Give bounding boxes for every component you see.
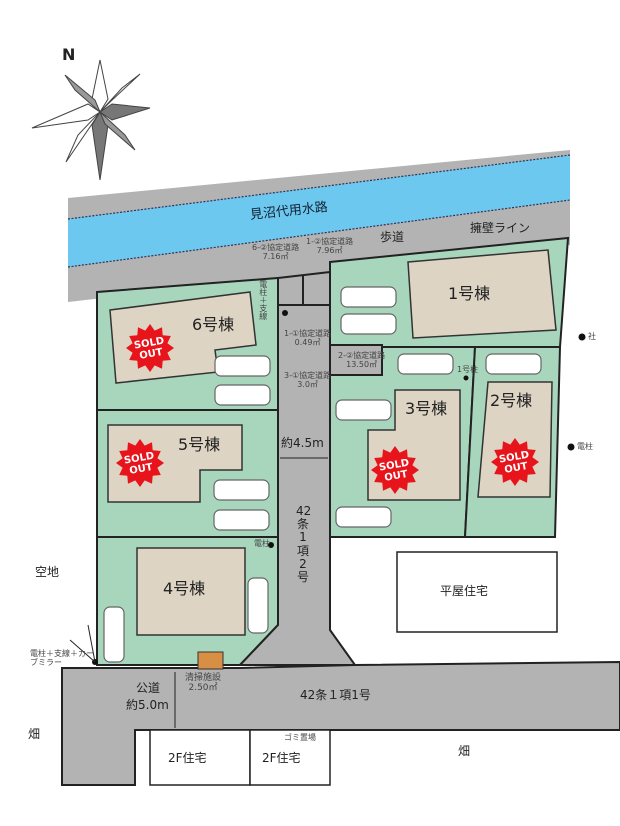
- pole-label: 電柱: [577, 442, 593, 451]
- sold-out-text: OUT: [504, 461, 529, 476]
- sold-out-text: OUT: [384, 469, 409, 484]
- field-label-right: 畑: [458, 744, 471, 758]
- car-icon: [335, 399, 392, 421]
- corner-pole-label: 電柱＋支線＋カーブミラー: [30, 649, 94, 667]
- car-icon: [214, 355, 271, 377]
- sold-out-burst-icon: [371, 446, 419, 494]
- utility-pole-icon: [282, 310, 288, 316]
- house-5-label: 5号棟: [178, 435, 221, 454]
- pole-stay-label: 電柱＋支線: [258, 280, 268, 320]
- field-label-left: 畑: [28, 727, 41, 741]
- house-6-label: 6号棟: [192, 315, 235, 334]
- two-story-house-2: [249, 729, 331, 786]
- pole-label: 電柱: [254, 539, 270, 548]
- sold-out-burst-icon: [126, 324, 174, 372]
- utility-pole-icon: [268, 542, 274, 548]
- cleaning-facility: [197, 651, 224, 670]
- canal-water: [68, 155, 570, 267]
- car-icon: [103, 606, 125, 663]
- public-road-type: 42条１項1号: [300, 688, 371, 702]
- sold-out-text: SOLD: [133, 336, 165, 352]
- retaining-wall-label: 擁壁ライン: [470, 221, 531, 235]
- vacant-lot-label: 空地: [35, 565, 60, 579]
- car-icon: [485, 353, 542, 375]
- car-icon: [213, 479, 270, 501]
- sold-out-text: OUT: [129, 462, 154, 477]
- house-1-label: 1号棟: [448, 284, 491, 303]
- house-1: [407, 249, 557, 339]
- pole-label: 1号柱: [457, 365, 479, 374]
- single-story-label: 平屋住宅: [440, 584, 489, 598]
- sold-out-burst-icon: [491, 438, 539, 486]
- car-icon: [397, 353, 454, 375]
- house-3-label: 3号棟: [405, 399, 448, 418]
- two-story-label-2: 2F住宅: [262, 751, 301, 765]
- car-icon: [340, 286, 397, 308]
- private-road-width: 約4.5m: [281, 436, 324, 450]
- sold-out-text: OUT: [139, 347, 164, 362]
- sold-out-burst-icon: [116, 439, 164, 487]
- north-label: N: [62, 45, 76, 64]
- easement-2-2: [329, 344, 383, 376]
- car-icon: [247, 577, 269, 634]
- car-icon: [214, 384, 271, 406]
- car-icon: [335, 506, 392, 528]
- house-4: [136, 547, 246, 636]
- car-icon: [213, 509, 270, 531]
- two-story-label-1: 2F住宅: [168, 751, 207, 765]
- public-road-width: 約5.0m: [126, 698, 169, 712]
- sidewalk-label: 歩道: [380, 230, 405, 244]
- sold-out-text: SOLD: [378, 458, 410, 474]
- house-4-label: 4号棟: [163, 579, 206, 598]
- car-icon: [340, 313, 397, 335]
- parking-spaces: [103, 286, 542, 663]
- single-story-house: [396, 551, 558, 633]
- utility-pole-icon: [567, 443, 575, 451]
- private-road-type: 42条1項2号: [296, 504, 312, 584]
- sold-out-text: SOLD: [123, 451, 155, 467]
- sold-out-text: SOLD: [498, 450, 530, 466]
- utility-pole-icon: [578, 333, 586, 341]
- compass-rose-icon: [31, 59, 151, 181]
- public-road-label: 公道: [136, 681, 161, 695]
- utility-pole-icon: [463, 375, 469, 381]
- pole-label: 社: [588, 332, 596, 341]
- public-road: [61, 660, 620, 786]
- garbage-label: ゴミ置場: [284, 733, 316, 742]
- house-2-label: 2号棟: [490, 391, 533, 410]
